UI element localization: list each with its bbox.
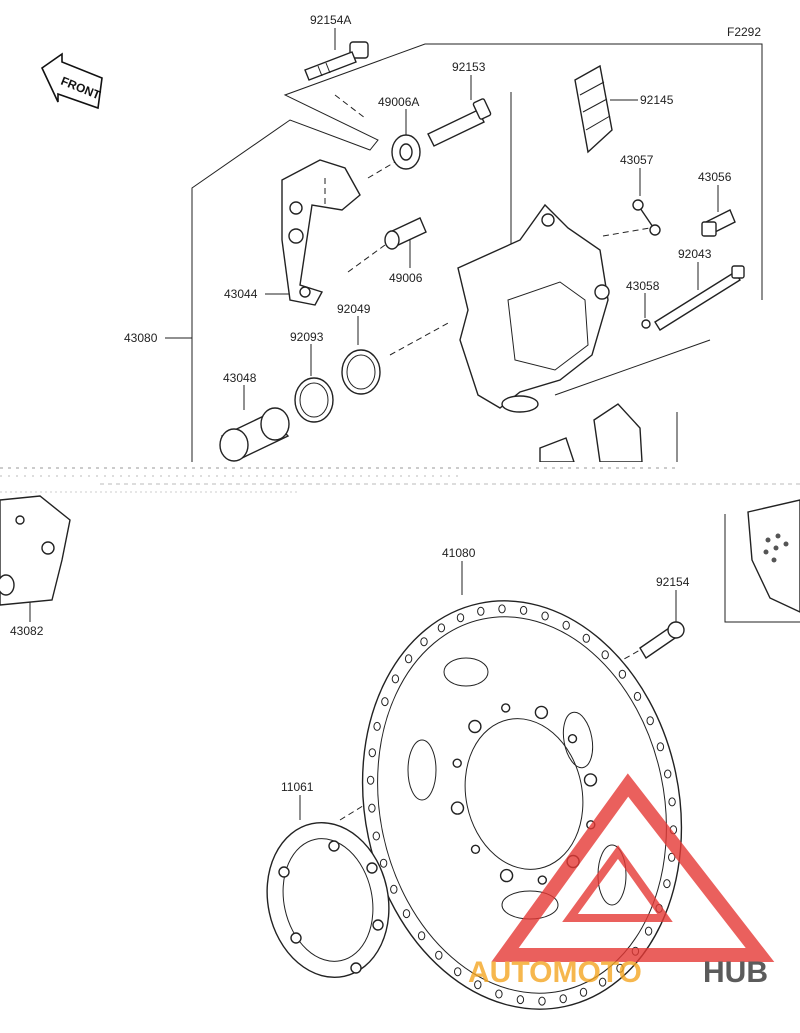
label-92043: 92043 — [678, 247, 712, 261]
disc-vent-hole — [454, 967, 462, 977]
disc-vent-hole — [541, 611, 549, 621]
figure-code: F2292 — [727, 25, 761, 39]
label-43058: 43058 — [626, 279, 660, 293]
disc-vent-hole — [538, 996, 546, 1006]
label-43080: 43080 — [124, 331, 158, 345]
disc-vent-hole — [618, 669, 627, 679]
disc-hub-hole — [567, 734, 578, 744]
disc-vent-hole — [495, 989, 503, 999]
disc-hub-hole — [450, 801, 465, 815]
disc-hub-hole — [583, 773, 598, 787]
clip-43058 — [641, 319, 651, 329]
label-92093: 92093 — [290, 330, 324, 344]
disc-vent-hole — [404, 654, 413, 664]
gasket-11061 — [266, 821, 390, 979]
label-92153: 92153 — [452, 60, 486, 74]
disc-vent-hole — [368, 803, 376, 813]
disc-vent-hole — [616, 963, 624, 973]
disc-vent-hole — [656, 742, 665, 752]
link-43057 — [632, 199, 661, 236]
automotohub-watermark-logo: AUTOMOTO HUB — [468, 773, 775, 989]
boot-49006 — [384, 217, 427, 250]
disc-vent-hole — [420, 637, 428, 647]
bleeder-43056 — [701, 209, 736, 237]
seal-92049 — [341, 349, 381, 395]
disc-vent-hole — [519, 605, 528, 615]
watermark-text-primary: AUTOMOTO — [468, 956, 642, 989]
disc-vent-hole — [391, 674, 400, 684]
disc-vent-hole — [373, 721, 381, 731]
disc-vent-hole — [559, 994, 567, 1004]
disc-vent-hole — [668, 797, 676, 807]
disc-vent-hole — [498, 604, 506, 614]
pin-92043 — [654, 265, 745, 331]
disc-vent-hole — [368, 748, 376, 758]
label-43056: 43056 — [698, 170, 732, 184]
disc-vent-hole — [456, 613, 465, 623]
disc-vent-hole — [437, 623, 446, 633]
disc-hub-hole — [470, 844, 481, 854]
disc-vent-hole — [417, 931, 426, 941]
caliper-fragment-43082 — [0, 495, 71, 606]
label-43044: 43044 — [224, 287, 258, 301]
disc-vent-hole — [390, 884, 398, 894]
disc-vent-hole — [372, 831, 380, 841]
pad-spring-92145 — [574, 64, 613, 154]
piston-43048 — [219, 407, 290, 462]
disc-hub-hole — [452, 758, 462, 768]
bolt-92154 — [639, 621, 685, 659]
pad-fragment-right — [747, 499, 800, 613]
disc-vent-hole — [474, 980, 482, 990]
front-arrow-icon: FRONT — [40, 52, 103, 110]
label-92154: 92154 — [656, 575, 690, 589]
label-41080: 41080 — [442, 546, 476, 560]
caliper-body — [457, 203, 610, 413]
disc-vent-hole — [601, 650, 609, 660]
label-49006A: 49006A — [378, 95, 419, 109]
disc-vent-hole — [402, 909, 411, 919]
disc-hub-hole — [468, 719, 482, 734]
disc-vent-hole — [381, 697, 389, 707]
seal-92093 — [294, 377, 334, 423]
disc-vent-hole — [435, 950, 443, 960]
disc-hub-hole — [534, 705, 549, 720]
disc-vent-hole — [644, 926, 653, 936]
label-11061: 11061 — [281, 780, 314, 794]
label-43048: 43048 — [223, 371, 257, 385]
disc-vent-hole — [366, 775, 375, 785]
label-92049: 92049 — [337, 302, 371, 316]
disc-vent-hole — [579, 987, 588, 997]
disc-vent-hole — [663, 879, 671, 889]
boot-49006A — [391, 134, 421, 170]
disc-vent-hole — [668, 852, 676, 862]
disc-vent-hole — [379, 858, 388, 868]
disc-vent-hole — [646, 716, 654, 726]
disc-vent-hole — [598, 977, 607, 987]
disc-hub-hole — [537, 875, 547, 885]
caliper-bracket-43044 — [281, 159, 361, 306]
disc-vent-hole — [633, 691, 642, 701]
disc-vent-holes — [366, 604, 678, 1006]
disc-hub-hole — [501, 703, 511, 713]
disc-vent-hole — [664, 769, 672, 779]
part-labels: 92154A 92153 92145 49006A 43057 43056 49… — [10, 13, 732, 794]
brake-pads — [539, 403, 643, 463]
disc-vent-hole — [477, 606, 485, 616]
bolt-92154A — [304, 41, 369, 81]
disc-vent-hole — [516, 995, 525, 1005]
label-49006: 49006 — [389, 271, 423, 285]
label-43082: 43082 — [10, 624, 44, 638]
disc-hub-hole — [499, 868, 514, 883]
label-92154A: 92154A — [310, 13, 351, 27]
scan-artifact-band — [0, 462, 800, 514]
label-43057: 43057 — [620, 153, 654, 167]
watermark-text-secondary: HUB — [703, 956, 768, 989]
leader-lines — [29, 28, 719, 821]
disc-vent-hole — [582, 633, 590, 643]
assembly-outline — [165, 43, 800, 623]
label-92145: 92145 — [640, 93, 674, 107]
slide-pin-92153 — [427, 98, 492, 147]
disc-vent-hole — [562, 620, 570, 630]
